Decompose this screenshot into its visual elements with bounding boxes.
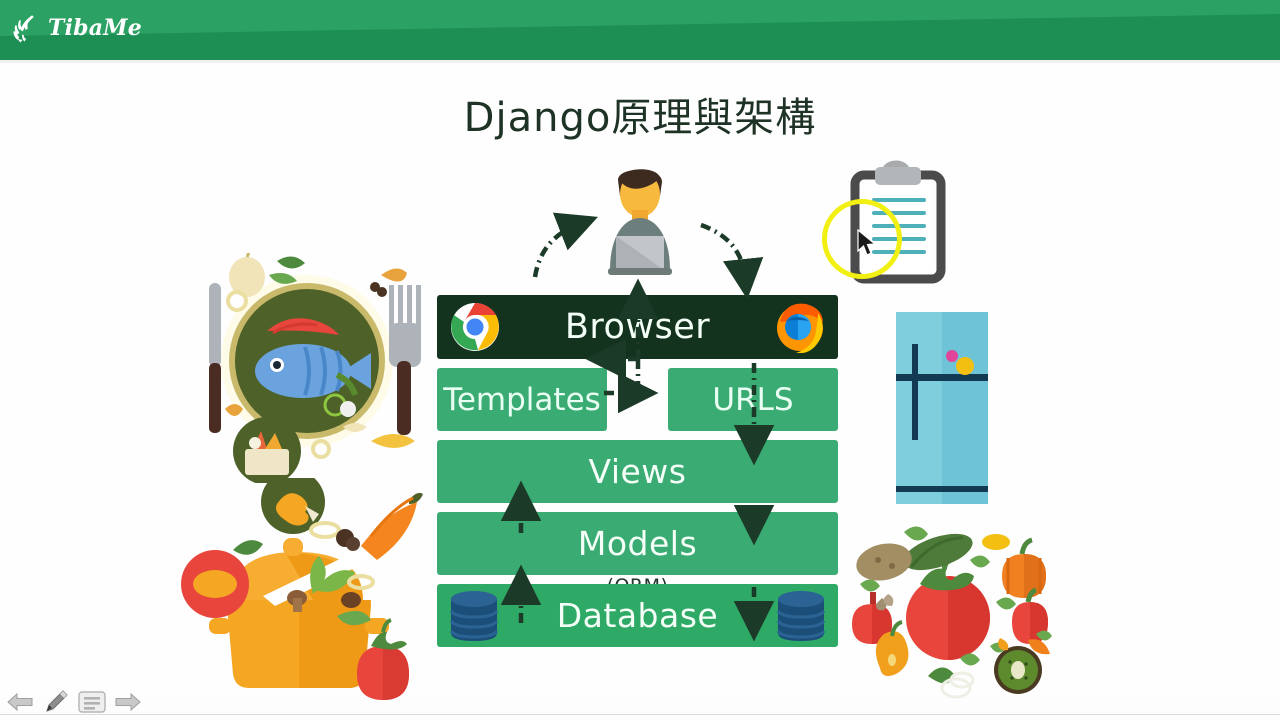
arrow-user-in [532,212,598,278]
cooking-pot-illustration [181,478,423,700]
diagram-block-label: Models [577,524,698,563]
app-header: TibaMe [0,0,1280,60]
toolbar-divider [0,714,1280,715]
left-arrow-icon [7,692,33,711]
diagram-block-browser[interactable]: Browser [437,295,838,359]
menu-button[interactable] [76,687,108,717]
next-slide-button[interactable] [112,687,144,717]
pen-tool-button[interactable] [40,687,72,717]
refrigerator-illustration [896,312,988,504]
cursor-highlight-ring [822,199,902,279]
diagram-block-label: Browser [564,307,711,347]
diagram-block-label: Templates [443,381,601,418]
brand-name: TibaMe [48,15,142,41]
sprout-leaf-icon [13,15,34,43]
diagram-block-templates[interactable]: Templates [437,368,607,431]
header-wave-decoration [0,14,1280,60]
diagram-block-views[interactable]: Views [437,440,838,503]
diagram-block-label: Database [556,596,719,635]
diagram-block-urls[interactable]: URLS [668,368,838,431]
database-cylinder-icon [449,591,499,641]
vegetables-circle-illustration [852,526,1052,699]
database-cylinder-icon [776,591,826,641]
diagram-block-label: URLS [712,381,794,418]
list-menu-icon [78,690,106,713]
chrome-icon [451,302,499,351]
page-title: Django原理與架構 [463,95,817,141]
fish-on-plate-illustration [209,253,421,483]
pen-icon [46,689,68,712]
diagram-block-label: Views [588,452,687,491]
diagram-block-models[interactable]: Models (ORM) [437,512,838,597]
brand-logo[interactable]: TibaMe [10,11,142,45]
previous-slide-button[interactable] [4,687,36,717]
firefox-icon [777,303,823,353]
slide-toolbar [0,683,1280,720]
django-architecture-diagram: Browser Templates URLS [437,295,838,647]
slide-canvas: Django原理與架構 [0,63,1280,700]
header-divider [0,60,1280,63]
mouse-pointer-icon [857,229,877,256]
diagram-row-templates-urls: Templates URLS [437,368,838,431]
diagram-block-database[interactable]: Database [437,584,838,647]
person-at-laptop-icon [608,169,672,275]
right-arrow-icon [115,692,141,711]
arrow-user-out [700,222,764,300]
